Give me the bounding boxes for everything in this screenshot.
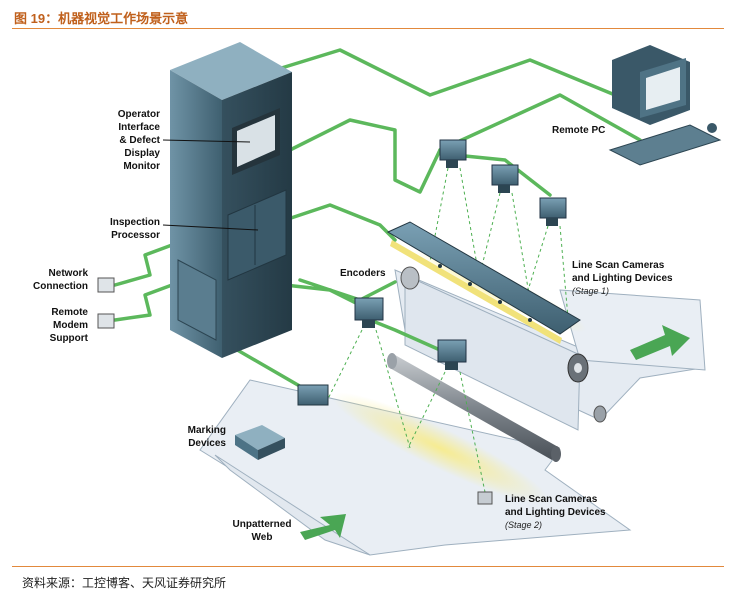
web-label: Unpatterned Web bbox=[233, 519, 292, 543]
remote-pc-label: Remote PC bbox=[552, 125, 605, 136]
header-rule bbox=[12, 28, 724, 29]
operator-label-4: Display bbox=[124, 148, 160, 159]
cameras-stage2-label: Line Scan Cameras and Lighting Devices (… bbox=[505, 494, 606, 530]
cameras-stage1-label: Line Scan Cameras and Lighting Devices (… bbox=[572, 260, 673, 296]
unpatterned-web bbox=[199, 247, 706, 556]
marking-label-1: Marking bbox=[188, 425, 226, 436]
processor-label: Inspection Processor bbox=[110, 217, 160, 241]
cams1-label-1: Line Scan Cameras bbox=[572, 260, 665, 271]
light-bar-stage1 bbox=[386, 221, 581, 344]
cams2-label-2: and Lighting Devices bbox=[505, 507, 606, 518]
network-label-1: Network bbox=[49, 268, 89, 279]
camera-icons-stage2 bbox=[354, 297, 467, 370]
web-direction-arrows bbox=[300, 325, 690, 540]
network-cables bbox=[113, 48, 642, 394]
light-bar-stage2 bbox=[297, 384, 493, 505]
modem-label-1: Remote bbox=[51, 307, 88, 318]
operator-label: Operator Interface & Defect Display Moni… bbox=[118, 109, 161, 172]
marking-label: Marking Devices bbox=[188, 425, 227, 449]
operator-label-3: & Defect bbox=[119, 135, 160, 146]
rollers bbox=[387, 266, 607, 462]
web-label-2: Web bbox=[252, 532, 273, 543]
processor-label-2: Processor bbox=[111, 230, 160, 241]
processor-label-1: Inspection bbox=[110, 217, 160, 228]
source-note: 资料来源：工控博客、天风证券研究所 bbox=[22, 576, 227, 590]
camera-icons-stage1 bbox=[439, 139, 567, 226]
marking-label-2: Devices bbox=[188, 438, 226, 449]
modem-label-2: Modem bbox=[53, 320, 88, 331]
operator-label-5: Monitor bbox=[123, 161, 160, 172]
leader-lines bbox=[162, 139, 259, 231]
encoders-label: Encoders bbox=[340, 268, 386, 279]
modem-label: Remote Modem Support bbox=[50, 307, 89, 344]
network-label-2: Connection bbox=[33, 281, 88, 292]
wall-socket-icons bbox=[97, 277, 115, 329]
inspection-cabinet bbox=[170, 42, 292, 358]
marking-device-icon bbox=[235, 425, 285, 460]
network-label: Network Connection bbox=[33, 268, 88, 292]
remote-pc-icon bbox=[608, 45, 722, 166]
figure-title: 图 19：机器视觉工作场景示意 bbox=[14, 11, 189, 26]
web-label-1: Unpatterned bbox=[233, 519, 292, 530]
footer-rule bbox=[12, 566, 724, 567]
operator-label-1: Operator bbox=[118, 109, 160, 120]
cams1-label-2: and Lighting Devices bbox=[572, 273, 673, 284]
stage1-label: (Stage 1) bbox=[572, 286, 609, 296]
operator-label-2: Interface bbox=[118, 122, 160, 133]
cams2-label-1: Line Scan Cameras bbox=[505, 494, 598, 505]
camera-beams-stage2 bbox=[324, 329, 486, 493]
modem-label-3: Support bbox=[50, 333, 89, 344]
stage2-label: (Stage 2) bbox=[505, 520, 542, 530]
